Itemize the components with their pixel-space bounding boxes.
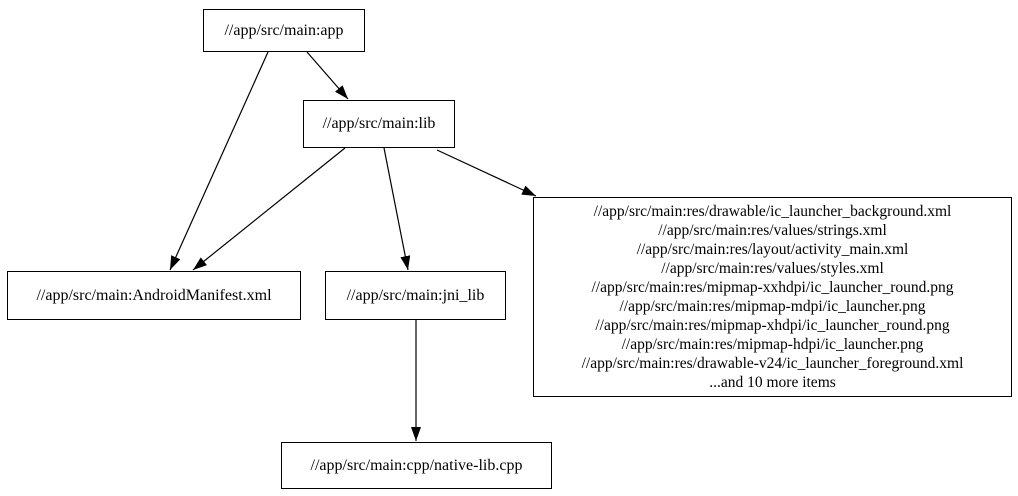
node-resources-group: //app/src/main:res/drawable/ic_launcher_…	[533, 197, 1012, 397]
edge-app-to-manifest	[169, 51, 269, 271]
node-jni-lib: //app/src/main:jni_lib	[325, 271, 506, 320]
resource-line: //app/src/main:res/values/styles.xml	[661, 260, 884, 277]
resource-line-more-items: ...and 10 more items	[709, 374, 836, 391]
resource-line: //app/src/main:res/mipmap-mdpi/ic_launch…	[619, 298, 926, 315]
resource-line: //app/src/main:res/mipmap-xxhdpi/ic_laun…	[591, 279, 954, 296]
edge-app-to-lib	[306, 51, 349, 100]
resource-line: //app/src/main:res/drawable/ic_launcher_…	[593, 203, 952, 220]
edge-lib-to-manifest	[192, 147, 346, 271]
resource-line: //app/src/main:res/values/strings.xml	[658, 222, 887, 239]
resource-line: //app/src/main:res/drawable-v24/ic_launc…	[581, 355, 964, 372]
resource-line: //app/src/main:res/mipmap-xhdpi/ic_launc…	[595, 317, 950, 334]
resource-line: //app/src/main:res/layout/activity_main.…	[636, 241, 909, 258]
node-native-lib-cpp: //app/src/main:cpp/native-lib.cpp	[281, 442, 552, 489]
node-lib: //app/src/main:lib	[303, 100, 455, 148]
resource-line: //app/src/main:res/mipmap-hdpi/ic_launch…	[621, 336, 924, 353]
node-android-manifest: //app/src/main:AndroidManifest.xml	[7, 271, 301, 320]
edge-lib-to-jni-lib	[383, 147, 411, 271]
node-app: //app/src/main:app	[203, 9, 365, 52]
edge-lib-to-resources	[436, 149, 537, 197]
